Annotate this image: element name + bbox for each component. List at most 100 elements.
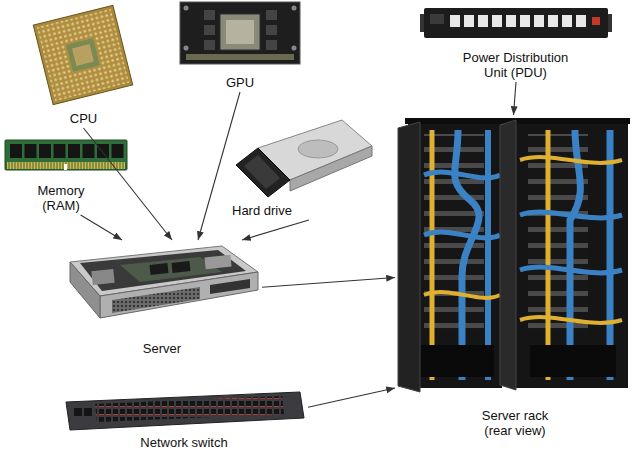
cpu-illustration-part	[33, 5, 132, 104]
server-rack-illustration-part	[546, 130, 551, 380]
hard-drive-illustration-part	[236, 148, 290, 197]
ram-illustration-part	[39, 144, 51, 158]
pdu-illustration-part	[548, 15, 558, 27]
component-label: Power Distribution Unit (PDU)	[453, 50, 578, 80]
gpu-illustration-part	[292, 46, 297, 51]
component-node: Server rack (rear view)	[395, 115, 632, 440]
server-rack-illustration-part	[430, 130, 435, 380]
server-rack-illustration-part	[424, 172, 500, 178]
server-rack-illustration-part	[398, 122, 420, 392]
flow-arrow	[308, 388, 395, 407]
ram-illustration-part	[7, 162, 125, 169]
component-node: Hard drive	[228, 115, 375, 220]
component-node: CPU	[25, 2, 142, 128]
pdu-illustration-part	[424, 8, 608, 38]
component-label: Network switch	[60, 435, 308, 450]
server-rack-illustration-part	[530, 345, 616, 377]
component-node: GPU	[175, 0, 305, 92]
server-illustration-part	[172, 261, 191, 273]
pdu-illustration	[420, 8, 612, 38]
gpu-illustration-part	[266, 40, 277, 50]
server-illustration-part	[100, 272, 258, 318]
server-rack-illustration-part	[500, 120, 516, 390]
server-rack-illustration-part	[520, 157, 622, 163]
server-illustration-part	[91, 269, 114, 285]
pdu-illustration-part	[430, 14, 444, 24]
gpu-illustration-part	[292, 6, 297, 11]
gpu-illustration-part	[220, 14, 260, 50]
gpu-illustration-part	[266, 10, 277, 20]
ram-illustration-part	[68, 144, 80, 158]
server-illustration	[70, 246, 258, 318]
server-rack-illustration-part	[455, 130, 479, 380]
server-illustration-part	[210, 279, 250, 294]
cpu-illustration	[33, 5, 132, 104]
gpu-illustration-part	[266, 25, 277, 35]
ram-illustration-part	[54, 144, 66, 158]
network-switch-illustration	[66, 392, 304, 430]
server-rack-illustration-part	[512, 124, 628, 388]
component-label: Memory (RAM)	[30, 183, 92, 213]
hard-drive-illustration-part	[244, 155, 280, 189]
pdu-illustration-part	[464, 15, 474, 27]
server-illustration-part	[150, 263, 169, 275]
gpu-illustration-part	[184, 6, 189, 11]
pdu-illustration-part	[520, 15, 530, 27]
server-rack-illustration-part	[408, 124, 502, 388]
gpu-illustration-part	[186, 54, 294, 60]
component-label: Hard drive	[232, 203, 312, 218]
gpu-illustration-part	[204, 10, 215, 20]
gpu-illustration-part	[204, 25, 215, 35]
flow-arrow	[514, 82, 517, 115]
pdu-illustration-part	[576, 15, 586, 27]
component-node: Network switch	[60, 388, 308, 452]
ram-illustration-part	[25, 144, 37, 158]
ram-illustration-part	[5, 140, 127, 170]
flow-arrow	[84, 128, 173, 240]
pdu-illustration-part	[450, 15, 460, 27]
component-label: Server rack (rear view)	[475, 408, 555, 438]
flow-arrow	[262, 278, 395, 288]
server-illustration-part	[70, 262, 100, 318]
gpu-illustration-part	[180, 2, 300, 64]
server-rack-illustration-part	[520, 267, 622, 273]
component-node: Power Distribution Unit (PDU)	[418, 2, 614, 82]
gpu-illustration-part	[184, 46, 189, 51]
ram-illustration-part	[64, 164, 67, 170]
server-rack-illustration-part	[424, 292, 500, 298]
component-label: CPU	[25, 111, 142, 126]
component-node: Server	[62, 240, 262, 358]
network-switch-illustration-part	[66, 392, 304, 430]
pdu-illustration-part	[478, 15, 488, 27]
network-switch-illustration-part	[84, 408, 92, 416]
pdu-illustration-part	[534, 15, 544, 27]
server-rack-illustration-part	[570, 130, 580, 380]
network-switch-illustration-part	[95, 396, 284, 422]
server-rack-illustration-part	[405, 118, 630, 124]
ram-illustration-part	[112, 144, 124, 158]
component-label: GPU	[175, 75, 305, 90]
server-rack-illustration-part	[424, 232, 500, 238]
flow-arrow	[81, 215, 122, 240]
server-illustration-part	[112, 287, 200, 313]
ram-illustration-part	[83, 144, 95, 158]
ram-illustration-part	[10, 144, 22, 158]
gpu-illustration-part	[226, 20, 254, 44]
flow-arrow	[242, 220, 309, 240]
server-rack-illustration-part	[520, 212, 622, 218]
server-rack-illustration-part	[485, 130, 491, 380]
network-switch-illustration-part	[74, 408, 82, 416]
pdu-illustration-part	[492, 15, 502, 27]
gpu-illustration-part	[204, 40, 215, 50]
hard-drive-illustration-part	[298, 140, 338, 158]
pdu-illustration-part	[506, 15, 516, 27]
pdu-illustration-part	[592, 17, 600, 25]
cpu-illustration-part	[37, 9, 129, 101]
server-rack-illustration-part	[607, 130, 614, 380]
gpu-illustration	[180, 2, 300, 64]
server-rack-illustration	[398, 118, 630, 392]
component-label: Server	[62, 341, 262, 356]
cpu-illustration-part	[72, 44, 94, 66]
cpu-illustration-part	[66, 38, 100, 72]
hard-drive-illustration	[236, 120, 372, 197]
